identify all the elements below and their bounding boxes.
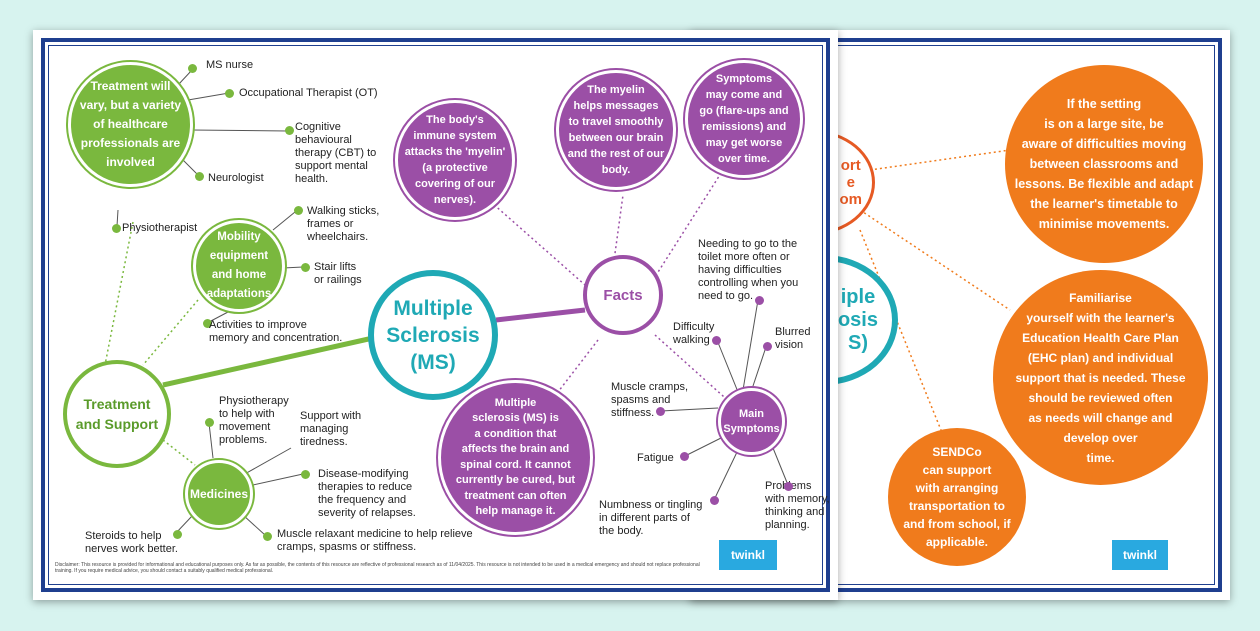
label-difficulty-walking: Difficulty walking	[673, 321, 715, 346]
bullet-dot	[301, 263, 310, 272]
symptoms-come-bubble: Symptoms may come and go (flare-ups and …	[685, 60, 803, 178]
label-steroids: Steroids to help nerves work better.	[85, 530, 178, 555]
label-physiotherapist: Physiotherapist	[122, 222, 198, 234]
main-poster: Multiple Sclerosis (MS) Facts Treatment …	[33, 30, 838, 600]
facts-circle: Facts	[583, 255, 663, 335]
bullet-dot	[763, 342, 772, 351]
condition-bubble: Multiple sclerosis (MS) is a condition t…	[438, 380, 593, 535]
label-ms-nurse: MS nurse	[206, 59, 254, 71]
bullet-dot	[195, 172, 204, 181]
label-neurologist: Neurologist	[208, 172, 264, 184]
familiarise-bubble: Familiarise yourself with the learner's …	[993, 270, 1208, 485]
second-poster-connectors	[859, 149, 1011, 441]
label-muscle-relaxant: Muscle relaxant medicine to help relieve…	[277, 528, 473, 553]
bullet-dot	[285, 126, 294, 135]
bullet-dot	[784, 482, 793, 491]
bullet-dot	[656, 407, 665, 416]
immune-bubble: The body's immune system attacks the 'my…	[395, 100, 515, 220]
ms-center-circle: Multiple Sclerosis (MS)	[368, 270, 498, 400]
label-numbness: Numbness or tingling in different parts …	[599, 499, 703, 537]
bullet-dot	[203, 319, 212, 328]
setting-bubble: If the setting is on a large site, be aw…	[1005, 65, 1203, 263]
label-stair-lifts: Stair lifts or railings	[314, 261, 362, 286]
ms-partial-title: iple osis S)	[837, 285, 878, 354]
label-problems-memory: Problems with memory, thinking and plann…	[765, 480, 830, 531]
mobility-bubble: Mobility equipment and home adaptations	[193, 220, 285, 312]
twinkl-logo: twinkl	[717, 538, 779, 572]
label-physiotherapy: Physiotherapy to help with movement prob…	[219, 395, 289, 446]
main-poster-inner-border	[48, 45, 823, 585]
bullet-dot	[173, 530, 182, 539]
bullet-dot	[755, 296, 764, 305]
label-walking-sticks: Walking sticks, frames or wheelchairs.	[307, 205, 380, 243]
bullet-dot	[712, 336, 721, 345]
facts-title: Facts	[603, 286, 643, 304]
bullet-dot	[263, 532, 272, 541]
treatment-support-circle: Treatment and Support	[63, 360, 171, 468]
label-fatigue: Fatigue	[637, 452, 674, 464]
bullet-dot	[680, 452, 689, 461]
label-tiredness: Support with managing tiredness.	[300, 410, 362, 448]
bullet-dot	[294, 206, 303, 215]
bullet-dot	[188, 64, 197, 73]
label-ot: Occupational Therapist (OT)	[239, 87, 378, 99]
label-cbt: Cognitive behavioural therapy (CBT) to s…	[295, 121, 377, 185]
disclaimer: Disclaimer: This resource is provided fo…	[55, 562, 700, 574]
bullet-dot	[301, 470, 310, 479]
treatment-vary-bubble: Treatment will vary, but a variety of he…	[68, 62, 193, 187]
bullet-dot	[710, 496, 719, 505]
medicines-bubble: Medicines	[185, 460, 253, 528]
label-toilet: Needing to go to the toilet more often o…	[698, 238, 799, 302]
sendco-bubble: SENDCo can support with arranging transp…	[888, 428, 1026, 566]
main-symptoms-bubble: Main Symptoms	[718, 388, 785, 455]
label-muscle-cramps: Muscle cramps, spasms and stiffness.	[611, 381, 689, 419]
myelin-bubble: The myelin helps messages to travel smoo…	[556, 70, 676, 190]
support-classroom-title: ort e om	[839, 157, 863, 208]
label-disease-modifying: Disease-modifying therapies to reduce th…	[318, 468, 416, 519]
mindmap-connectors	[104, 69, 789, 536]
ms-center-title: Multiple Sclerosis (MS)	[386, 296, 480, 374]
bullet-dot	[205, 418, 214, 427]
label-activities: Activities to improve memory and concent…	[209, 319, 343, 344]
bullet-dot	[112, 224, 121, 233]
treatment-support-title: Treatment and Support	[75, 396, 159, 432]
main-poster-border	[41, 38, 830, 592]
label-blurred-vision: Blurred vision	[775, 326, 811, 351]
twinkl-logo-2: twinkl	[1110, 538, 1170, 572]
bullet-dot	[225, 89, 234, 98]
